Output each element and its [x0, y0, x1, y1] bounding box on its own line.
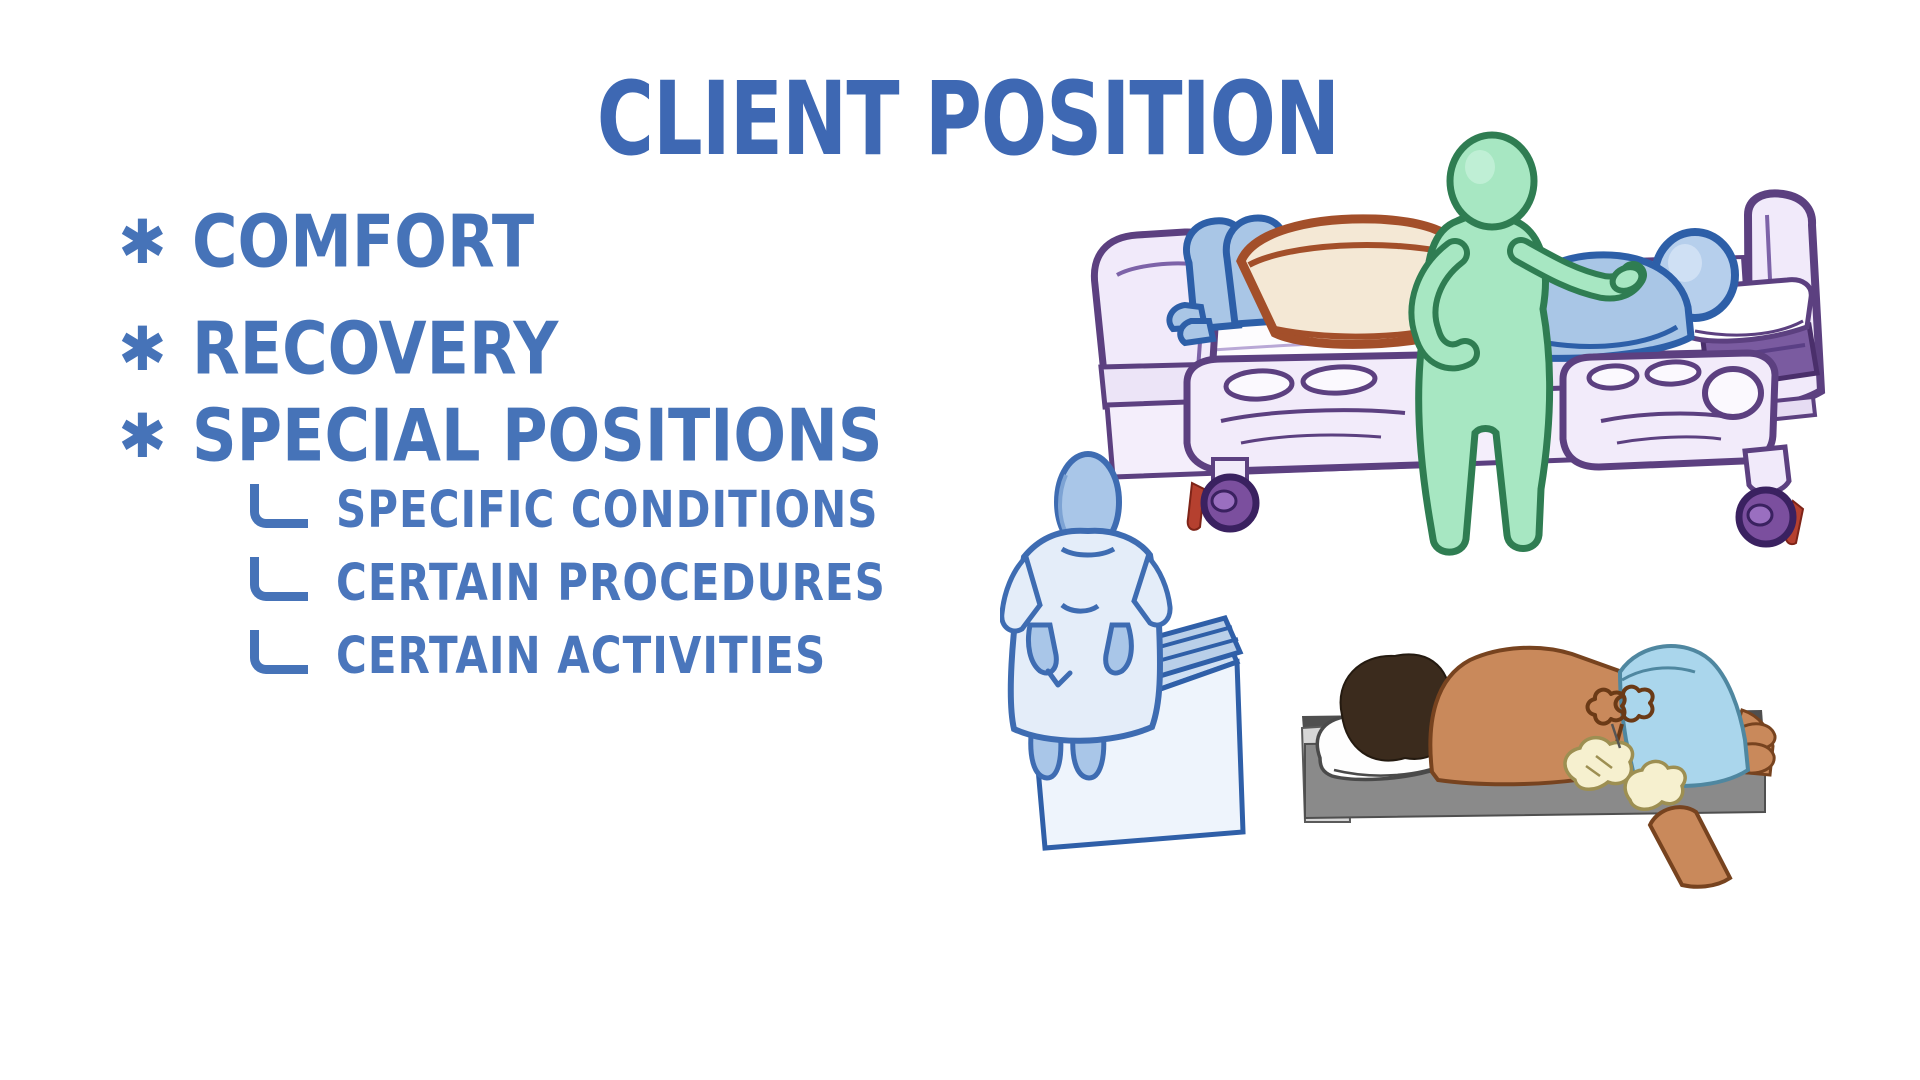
- needle: [1610, 723, 1622, 749]
- caregiver-figure: [1408, 131, 1647, 556]
- asterisk-bullet-icon: ✱: [118, 313, 167, 385]
- list-item-label: RECOVERY: [192, 305, 559, 392]
- sub-item-label: SPECIFIC CONDITIONS: [336, 480, 879, 539]
- list-item-special-positions: ✱ SPECIAL POSITIONS: [118, 398, 883, 473]
- list-item-recovery: ✱ RECOVERY: [118, 311, 558, 386]
- list-item-label: SPECIAL POSITIONS: [192, 392, 883, 479]
- asterisk-bullet-icon: ✱: [118, 206, 167, 278]
- sub-item-label: CERTAIN ACTIVITIES: [336, 626, 827, 685]
- elbow-connector-icon: [250, 557, 308, 601]
- gown-sleeve: [1131, 552, 1173, 628]
- sub-item-label: CERTAIN PROCEDURES: [336, 553, 886, 612]
- prone-client-figure: [1339, 644, 1777, 889]
- sub-item-certain-activities: CERTAIN ACTIVITIES: [250, 629, 826, 682]
- gown-sleeve: [1000, 552, 1043, 634]
- client-forearm: [1103, 622, 1134, 676]
- brake-lever-icon: [1186, 481, 1206, 531]
- hospital-bed-scene-illustration: [1090, 131, 1826, 556]
- hospital-gown: [1007, 527, 1163, 744]
- asterisk-bullet-icon: ✱: [118, 400, 167, 472]
- seated-client-figure: [1000, 451, 1173, 781]
- client-forearm: [1025, 622, 1059, 676]
- gloved-hand: [1563, 735, 1635, 791]
- seated-client-illustration: [1000, 451, 1246, 851]
- page-title: CLIENT POSITION: [596, 61, 1340, 179]
- prone-client-illustration: [1300, 644, 1777, 889]
- gloved-hand: [1623, 759, 1687, 811]
- client-foot: [1177, 318, 1217, 347]
- list-item-comfort: ✱ COMFORT: [118, 204, 534, 279]
- sub-item-specific-conditions: SPECIFIC CONDITIONS: [250, 483, 878, 536]
- elbow-connector-icon: [250, 630, 308, 674]
- bed-side-rails: [1183, 349, 1779, 475]
- list-item-label: COMFORT: [192, 198, 535, 285]
- sub-item-certain-procedures: CERTAIN PROCEDURES: [250, 556, 886, 609]
- examiner-forearm: [1647, 805, 1733, 889]
- client-underwear: [1617, 644, 1751, 788]
- elbow-connector-icon: [250, 484, 308, 528]
- bed-wheels: [1186, 444, 1805, 548]
- caregiver-head: [1446, 131, 1538, 231]
- caregiver-hand: [1609, 264, 1645, 294]
